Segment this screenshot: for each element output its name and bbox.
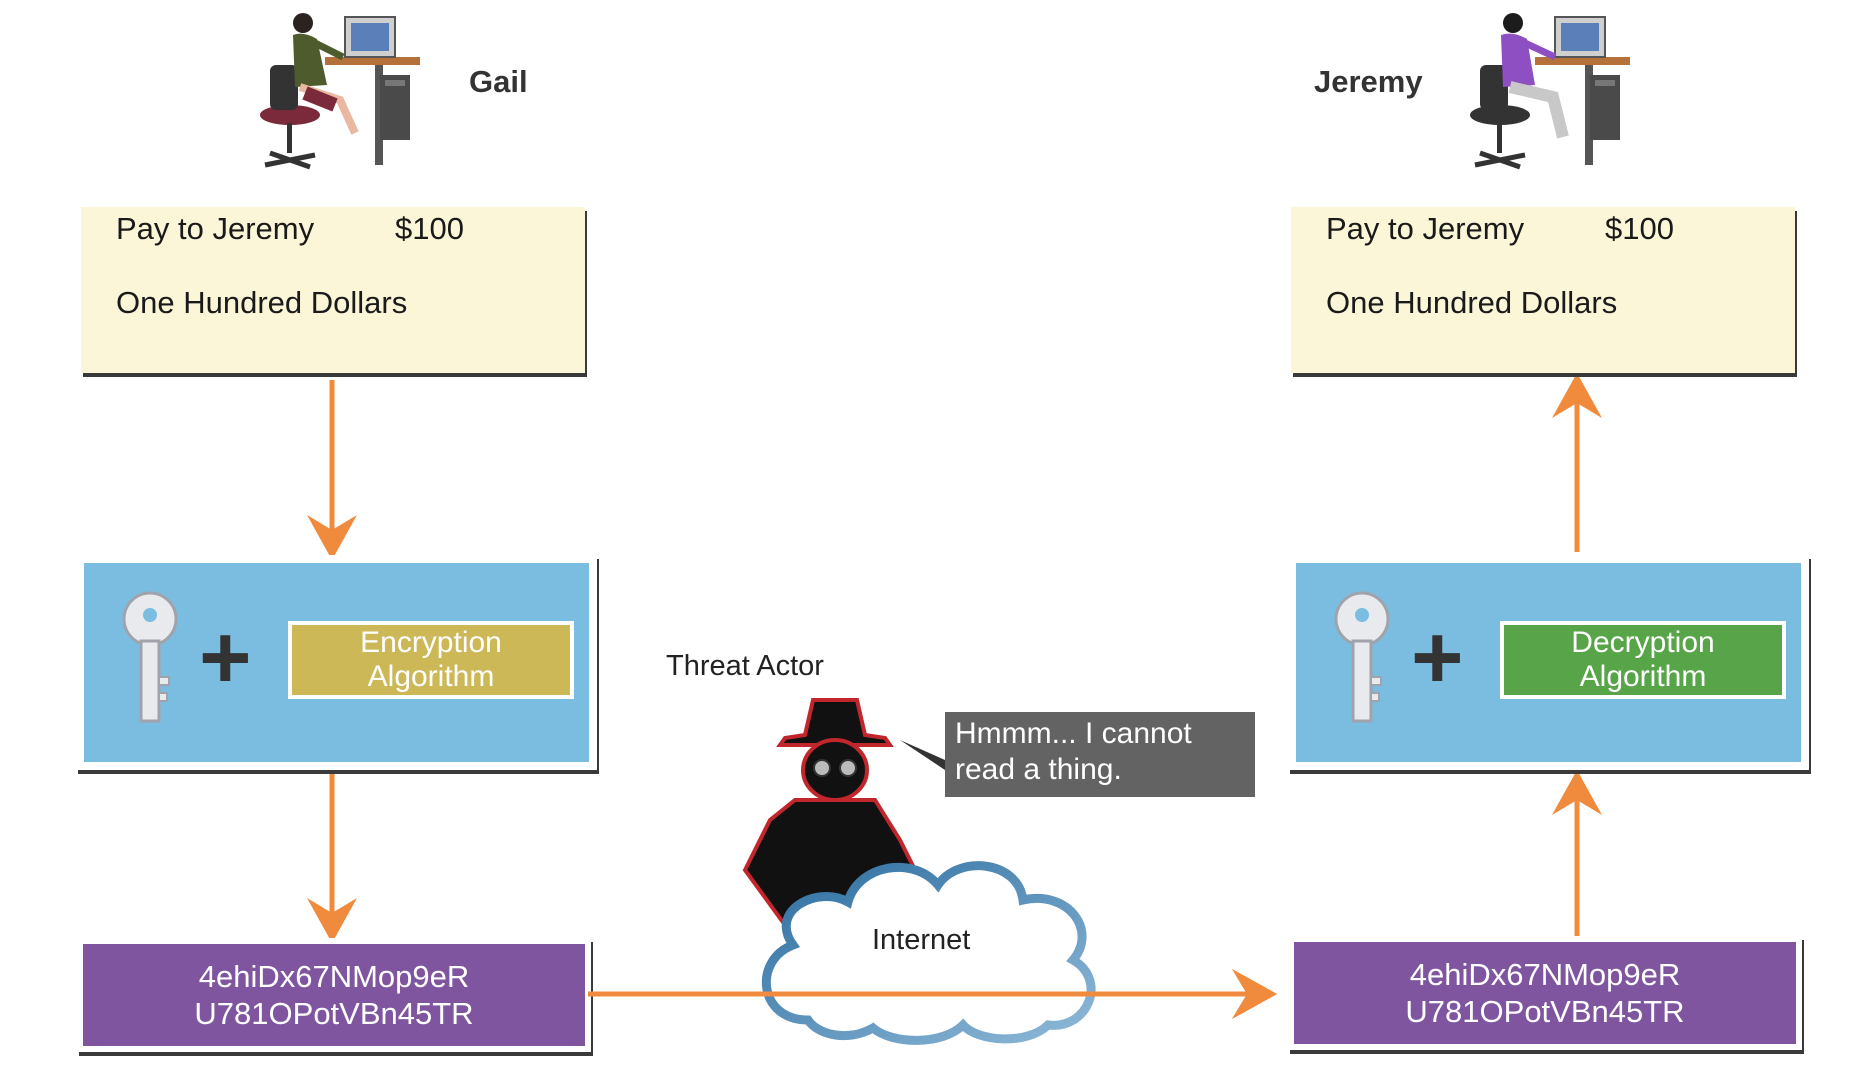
amount-text: $100 <box>1605 211 1674 246</box>
speech-bubble-tail <box>900 740 945 770</box>
amount-words-text: One Hundred Dollars <box>1326 285 1618 320</box>
speech-line2: read a thing. <box>955 753 1122 786</box>
speech-line1: Hmmm... I cannot <box>955 717 1192 750</box>
decryption-label-line1: Decryption <box>1571 626 1715 659</box>
decryption-algorithm-label: Decryption Algorithm <box>1500 621 1786 699</box>
internet-label: Internet <box>872 924 971 956</box>
key-icon <box>122 589 182 734</box>
pay-to-text: Pay to Jeremy <box>1326 211 1525 246</box>
threat-actor-label: Threat Actor <box>666 650 824 682</box>
man-at-computer-icon <box>1455 5 1635 185</box>
encryption-box: + Encryption Algorithm <box>76 555 597 770</box>
plus-sign: + <box>1411 608 1464 708</box>
pay-to-text: Pay to Jeremy <box>116 211 315 246</box>
receiver-name: Jeremy <box>1314 64 1423 99</box>
decryption-label-line2: Algorithm <box>1579 660 1707 693</box>
plaintext-check-sender: Pay to Jeremy $100 One Hundred Dollars <box>81 207 585 373</box>
encryption-label-line1: Encryption <box>360 626 502 659</box>
ciphertext-box-receiver: 4ehiDx67NMop9eR U781OPotVBn45TR <box>1288 936 1802 1050</box>
ciphertext-box-sender: 4ehiDx67NMop9eR U781OPotVBn45TR <box>77 938 591 1052</box>
ciphertext-line2: U781OPotVBn45TR <box>194 996 474 1031</box>
ciphertext-line2: U781OPotVBn45TR <box>1405 994 1685 1029</box>
amount-words-text: One Hundred Dollars <box>116 285 408 320</box>
woman-at-computer-icon <box>245 5 425 185</box>
ciphertext-line1: 4ehiDx67NMop9eR <box>198 959 470 994</box>
internet-cloud-icon <box>748 830 1118 1055</box>
amount-text: $100 <box>395 211 464 246</box>
plus-sign: + <box>199 608 252 708</box>
threat-actor-speech-bubble: Hmmm... I cannot read a thing. <box>945 712 1255 797</box>
plaintext-check-receiver: Pay to Jeremy $100 One Hundred Dollars <box>1291 207 1795 373</box>
sender-name: Gail <box>469 64 528 99</box>
encryption-label-line2: Algorithm <box>367 660 495 693</box>
encryption-algorithm-label: Encryption Algorithm <box>288 621 574 699</box>
key-icon <box>1334 589 1394 734</box>
ciphertext-line1: 4ehiDx67NMop9eR <box>1409 957 1681 992</box>
decryption-box: + Decryption Algorithm <box>1288 555 1809 770</box>
